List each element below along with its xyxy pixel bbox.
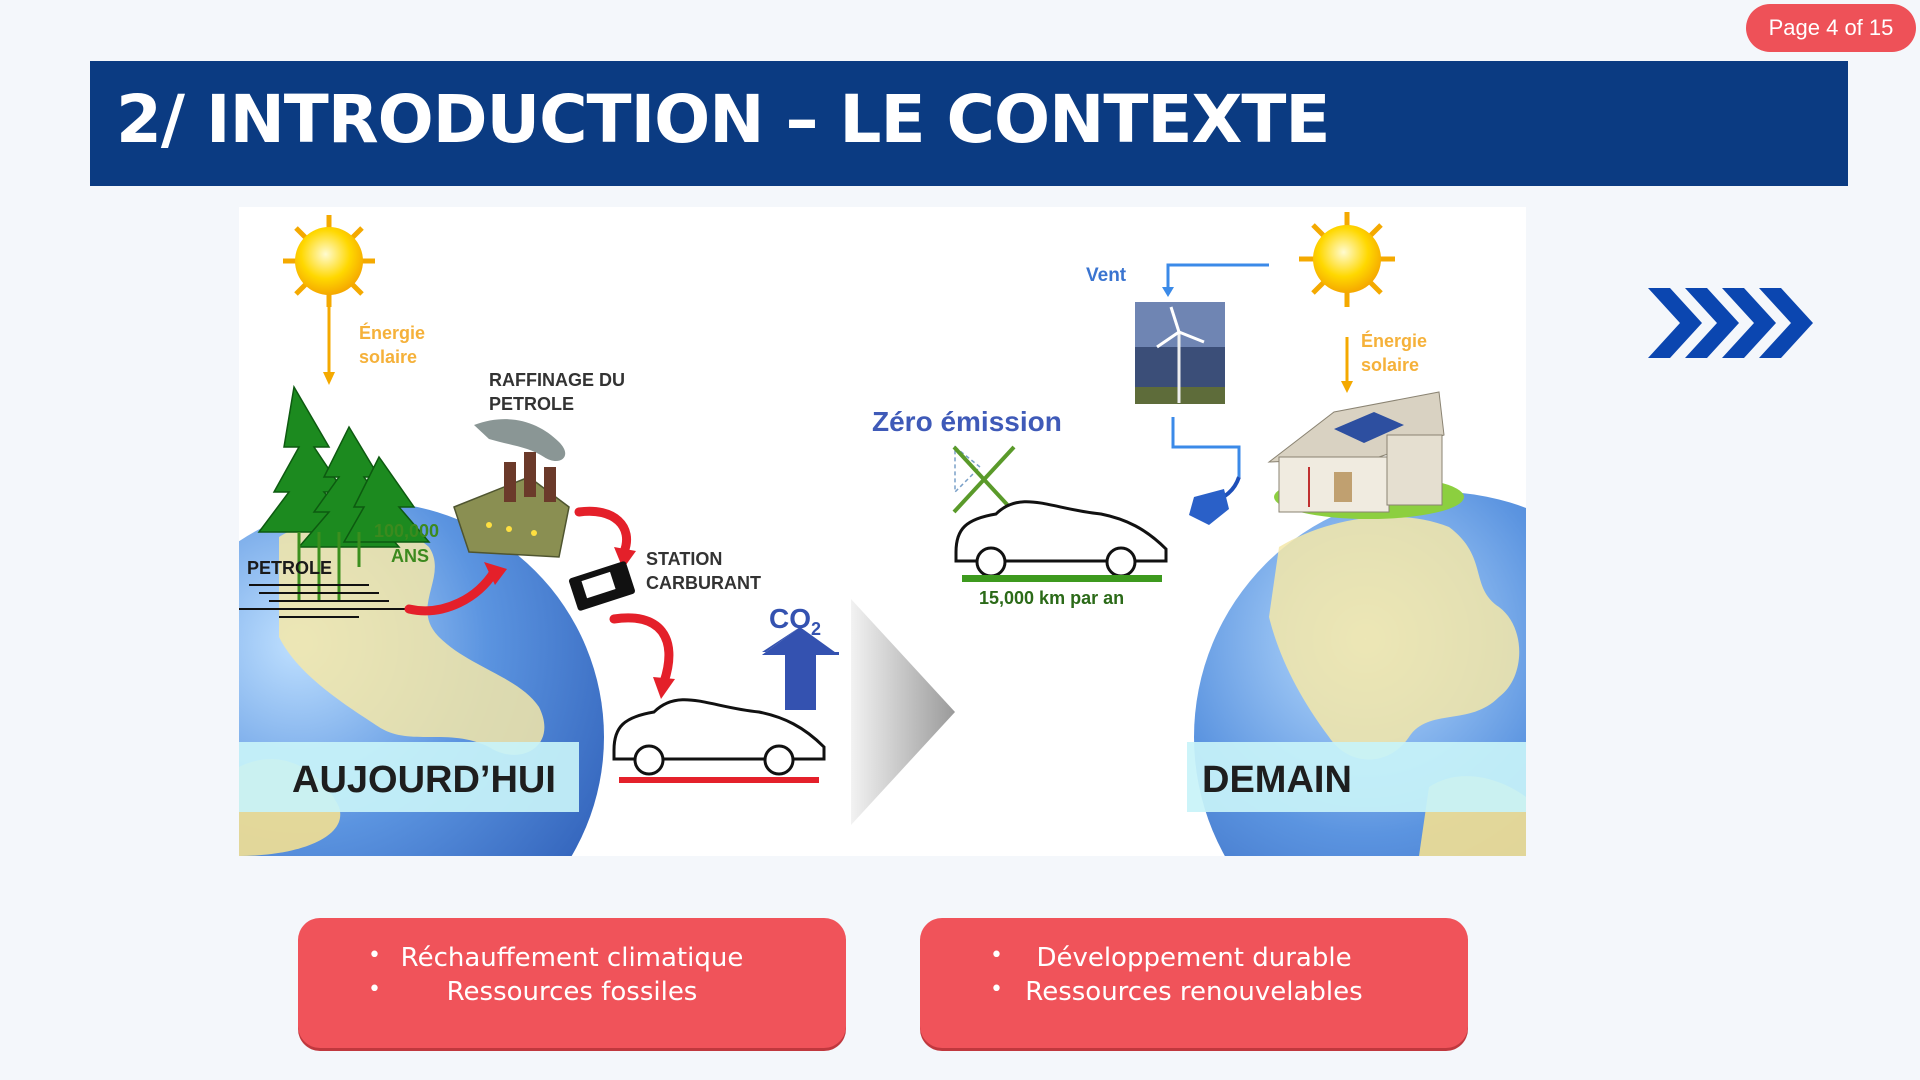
years-label-1: 100,000 xyxy=(374,521,439,541)
zero-emission-label: Zéro émission xyxy=(872,406,1062,437)
tomorrow-banner: DEMAIN xyxy=(1202,759,1352,801)
title-bar: 2/ INTRODUCTION – LE CONTEXTE xyxy=(90,61,1848,186)
station-label-2: CARBURANT xyxy=(646,573,761,593)
flow-arrows xyxy=(404,506,674,687)
tomorrow-energy-label-2: solaire xyxy=(1361,355,1419,375)
card-item-sustainable-development: Développement durable xyxy=(920,943,1468,977)
today-energy-label-2: solaire xyxy=(359,347,417,367)
solar-house-icon xyxy=(1267,391,1464,519)
page-indicator-badge: Page 4 of 15 xyxy=(1746,4,1916,52)
tomorrow-banner-bg xyxy=(1187,742,1526,812)
today-road xyxy=(619,777,819,783)
today-sun-icon xyxy=(283,215,375,307)
context-illustration: Énergie solaire 100,000 ANS PETROLE RAFF… xyxy=(239,207,1526,856)
distance-label: 15,000 km par an xyxy=(979,588,1124,608)
today-banner: AUJOURD’HUI xyxy=(292,759,556,801)
transition-arrow xyxy=(851,599,955,825)
refining-label-2: PETROLE xyxy=(489,394,574,414)
co2-label: CO2 xyxy=(769,603,821,639)
card-item-renewable-resources: Ressources renouvelables xyxy=(920,977,1468,1011)
page-title: 2/ INTRODUCTION – LE CONTEXTE xyxy=(116,81,1330,158)
co2-up-arrow xyxy=(762,627,839,710)
wind-turbine-icon xyxy=(1135,302,1225,404)
today-banner-bg xyxy=(239,742,579,812)
today-issues-card: Réchauffement climatique Ressources foss… xyxy=(298,918,846,1048)
refining-label-1: RAFFINAGE DU xyxy=(489,370,625,390)
tomorrow-car-icon xyxy=(954,500,1168,578)
forest-icon xyxy=(257,384,431,548)
tomorrow-goals-card: Développement durable Ressources renouve… xyxy=(920,918,1468,1048)
next-slide-chevrons-icon[interactable] xyxy=(1648,288,1814,358)
card-item-fossil-resources: Ressources fossiles xyxy=(298,977,846,1011)
refinery-icon xyxy=(453,419,570,558)
tomorrow-road xyxy=(962,575,1162,582)
today-car-icon xyxy=(612,698,826,776)
station-label-1: STATION xyxy=(646,549,722,569)
wind-label: Vent xyxy=(1086,265,1127,286)
fuel-station-icon xyxy=(568,561,636,611)
charging-plug-icon xyxy=(1189,476,1241,525)
today-energy-label-1: Énergie xyxy=(359,322,425,343)
no-emission-cross-icon xyxy=(952,445,1016,514)
card-item-global-warming: Réchauffement climatique xyxy=(298,943,846,977)
wind-flow-lines xyxy=(1166,263,1269,477)
tomorrow-energy-label-1: Énergie xyxy=(1361,330,1427,351)
years-label-2: ANS xyxy=(391,546,429,566)
tomorrow-sun-icon xyxy=(1299,212,1395,307)
oil-label: PETROLE xyxy=(247,558,332,578)
oil-layers xyxy=(239,584,419,618)
